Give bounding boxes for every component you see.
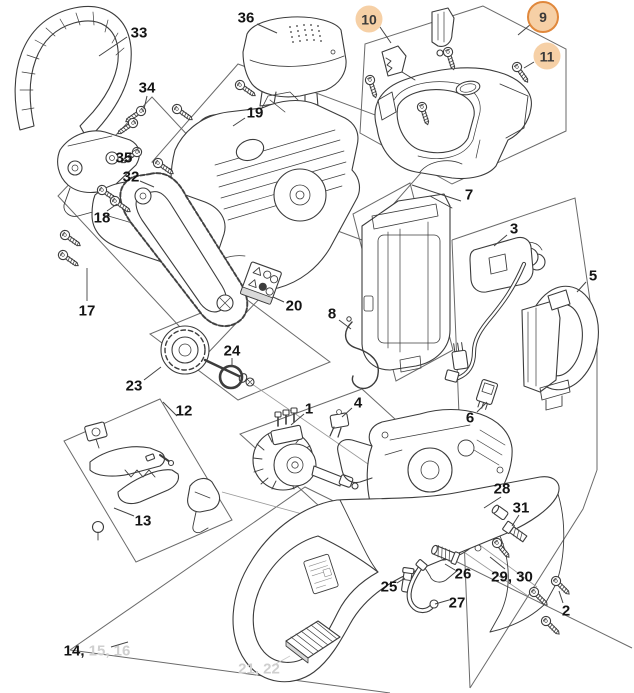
part-label-34[interactable]: 34	[138, 79, 156, 97]
part-6-contact-blocks-icon	[451, 342, 499, 410]
part-7-battery-compartment-icon	[361, 193, 453, 373]
part-24-oring-icon	[218, 364, 244, 390]
part-label-11[interactable]: 11	[533, 42, 561, 70]
part-label-29-30[interactable]: 29, 30	[491, 568, 533, 586]
part-label-5[interactable]: 5	[588, 267, 598, 285]
part-33-front-handlebar-icon	[14, 5, 140, 217]
part-10-latch-icon	[381, 7, 455, 81]
group-box-9	[359, 5, 567, 185]
part-17-chain-loop-icon	[119, 172, 249, 328]
part-label-3[interactable]: 3	[509, 220, 519, 238]
part-label-13[interactable]: 13	[134, 512, 152, 530]
part-label-19[interactable]: 19	[246, 104, 264, 122]
part-label-28[interactable]: 28	[493, 480, 511, 498]
part-label-8[interactable]: 8	[327, 305, 337, 323]
part-label-36[interactable]: 36	[237, 9, 255, 27]
part-26-fitting-icon	[431, 544, 461, 565]
part-label-31[interactable]: 31	[512, 499, 530, 517]
part-27-hose-icon	[406, 559, 439, 614]
part-label-14[interactable]: 14, 15, 16	[63, 642, 131, 660]
part-label-18[interactable]: 18	[93, 209, 111, 227]
part-4-contact-icon	[329, 409, 350, 438]
part-label-9[interactable]: 9	[527, 1, 559, 33]
part-5-rear-handle-icon	[521, 285, 599, 411]
part-label-21-22[interactable]: 21, 22	[238, 660, 280, 678]
part-label-26[interactable]: 26	[454, 565, 472, 583]
chain-catcher-icon	[187, 477, 221, 534]
part-28-sleeve-icon	[491, 504, 509, 521]
part-label-17[interactable]: 17	[78, 302, 96, 320]
part-21-22-pad-icon	[285, 620, 341, 664]
part-31-bolt-icon	[502, 520, 528, 543]
part-1-motor-icon	[252, 407, 359, 491]
part-label-7[interactable]: 7	[464, 186, 474, 204]
part-label-20[interactable]: 20	[285, 297, 303, 315]
part-label-2[interactable]: 2	[561, 602, 571, 620]
part-12-13-brake-levers-icon	[84, 421, 180, 541]
part-label-24[interactable]: 24	[223, 342, 241, 360]
part-36-cover-icon	[242, 16, 347, 111]
part-9-shroud-icon	[374, 67, 532, 180]
part-label-25[interactable]: 25	[380, 578, 398, 596]
part-label-6[interactable]: 6	[465, 409, 475, 427]
part-label-10[interactable]: 10	[355, 5, 383, 33]
part-label-4[interactable]: 4	[353, 394, 363, 412]
part-label-1[interactable]: 1	[304, 400, 314, 418]
part-label-32[interactable]: 32	[122, 168, 140, 186]
part-20-warning-sticker-icon	[240, 261, 282, 305]
part-label-14-faded-suffix: 15, 16	[84, 642, 131, 660]
part-8-wire-icon	[345, 316, 379, 390]
group-box-23	[148, 295, 332, 401]
label-leader-lines	[86, 23, 587, 667]
part-label-23[interactable]: 23	[125, 377, 143, 395]
group-box-14	[69, 486, 633, 693]
part-label-35[interactable]: 35	[115, 149, 133, 167]
part-label-27[interactable]: 27	[448, 594, 466, 612]
part-3-switch-module-icon	[444, 236, 546, 383]
part-label-12[interactable]: 12	[175, 402, 193, 420]
part-23-drum-icon	[160, 325, 255, 387]
part-label-33[interactable]: 33	[130, 24, 148, 42]
